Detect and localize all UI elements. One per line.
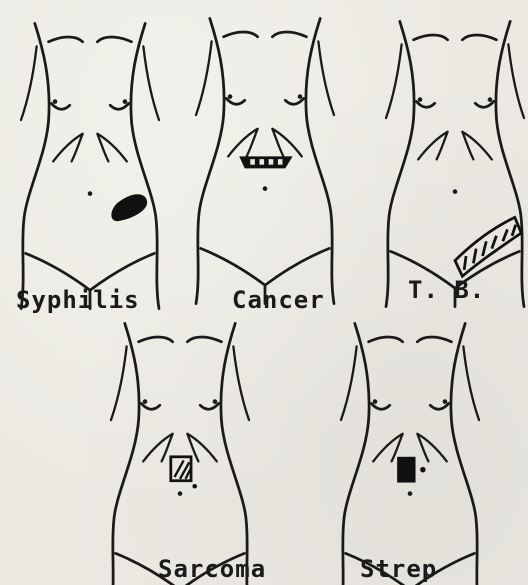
syphilis-lesion — [111, 194, 147, 221]
figure-tb — [386, 21, 524, 306]
label-sarcoma: Sarcoma — [158, 555, 266, 583]
label-cancer: Cancer — [232, 286, 325, 314]
label-strep: Strep — [360, 555, 437, 583]
cancer-lesion — [239, 156, 292, 168]
figure-syphilis — [21, 23, 159, 308]
label-tb: T. B. — [408, 276, 485, 304]
figure-sarcoma — [111, 323, 249, 585]
figure-strep — [341, 323, 479, 585]
label-syphilis: Syphilis — [16, 286, 140, 314]
figure-cancer — [196, 18, 334, 303]
strep-lesion — [397, 457, 415, 483]
